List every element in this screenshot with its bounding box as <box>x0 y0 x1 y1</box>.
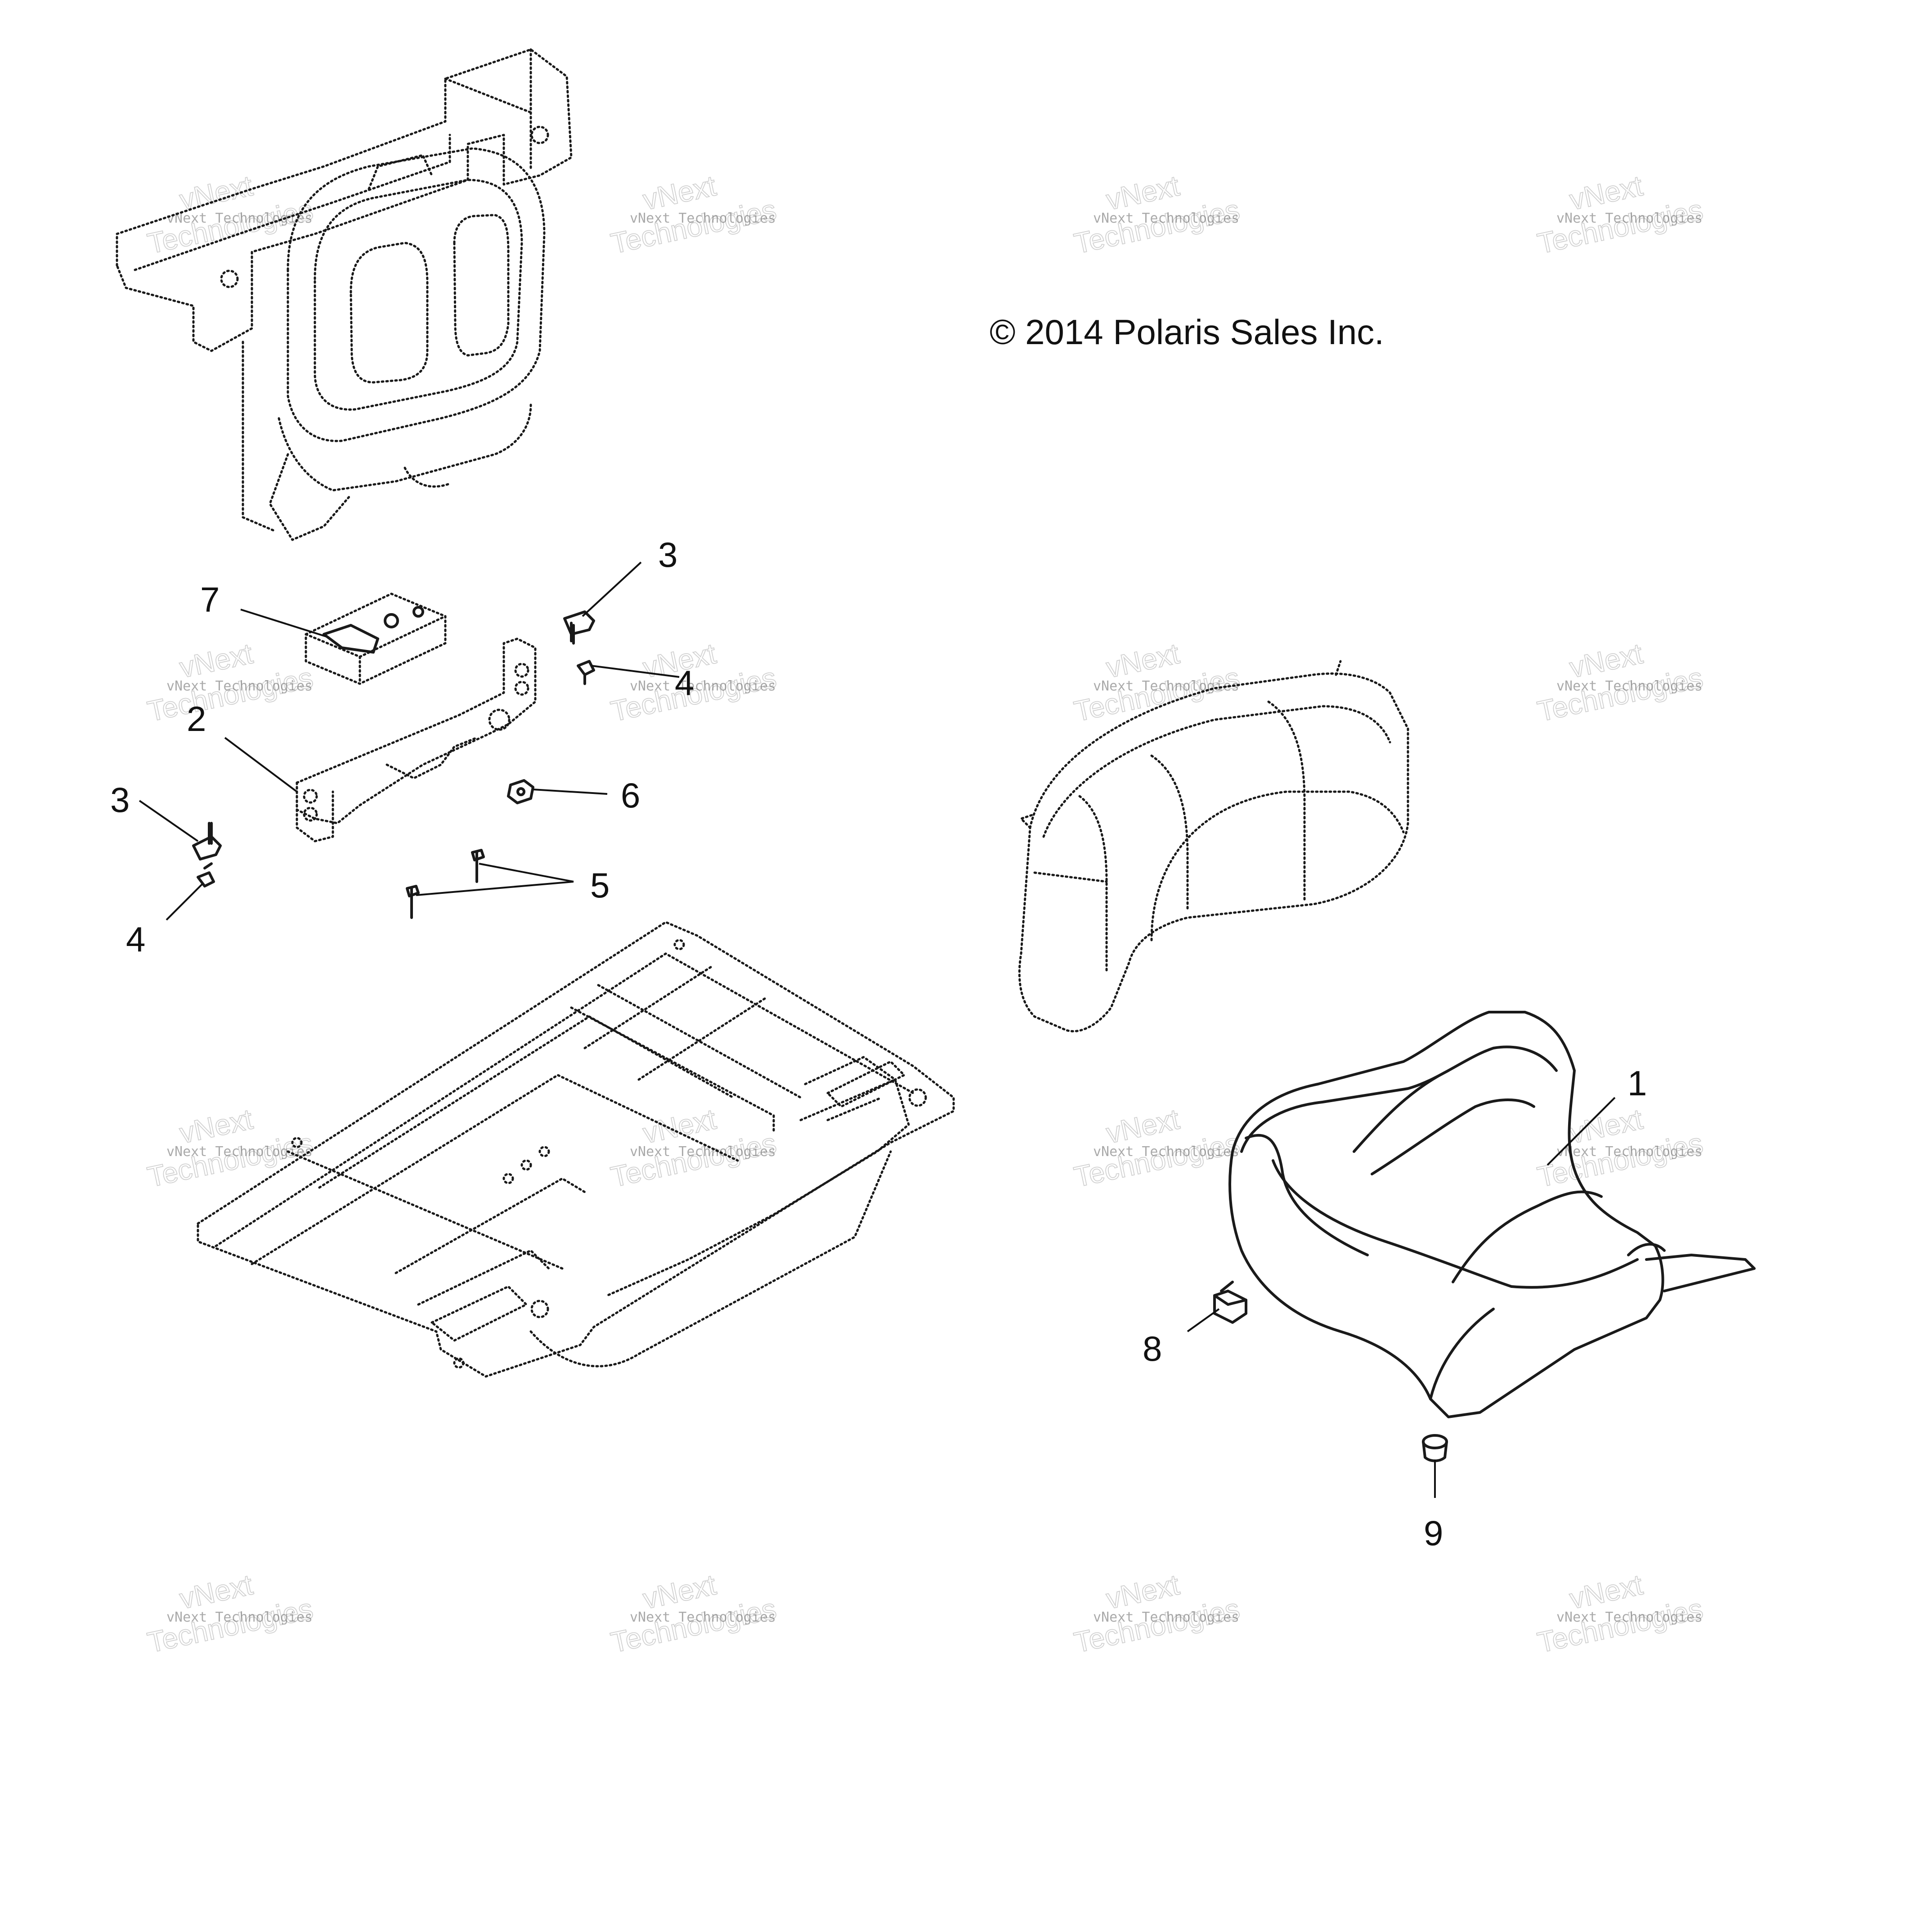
nut <box>507 779 534 804</box>
watermark-small: vNext Technologies <box>166 1609 313 1625</box>
leader-3-lower <box>139 800 199 842</box>
bolts <box>406 849 485 919</box>
watermark: vNext Technologies vNext Technologies <box>1534 637 1706 728</box>
callout-9: 9 <box>1424 1513 1443 1553</box>
stud-upper <box>563 610 595 645</box>
callout-5: 5 <box>590 865 610 905</box>
callout-1: 1 <box>1627 1063 1647 1103</box>
leader-4-upper <box>591 665 680 678</box>
leader-7 <box>240 609 327 637</box>
screw-lower <box>197 862 215 888</box>
watermark-layer: vNext Technologies vNext Technologies vN… <box>144 169 1706 1659</box>
watermark-small: vNext Technologies <box>1556 678 1703 694</box>
leader-5a <box>416 881 574 896</box>
watermark: vNext Technologies vNext Technologies <box>1071 1102 1243 1193</box>
seat-grommet <box>1422 1434 1448 1462</box>
copyright-notice: © 2014 Polaris Sales Inc. <box>990 312 1384 352</box>
callouts: 3 7 4 2 3 6 5 4 1 8 9 <box>110 535 1647 1553</box>
watermark-small: vNext Technologies <box>630 678 776 694</box>
watermark-small: vNext Technologies <box>630 1144 776 1160</box>
watermark: vNext Technologies vNext Technologies <box>1534 1568 1706 1659</box>
callout-7: 7 <box>200 580 220 619</box>
watermark: vNext Technologies vNext Technologies <box>608 1102 780 1193</box>
seat-cushion-outline <box>1018 660 1409 1033</box>
watermark-small: vNext Technologies <box>1093 1609 1239 1625</box>
screw-upper <box>577 660 595 685</box>
watermark-small: vNext Technologies <box>1556 1609 1703 1625</box>
watermark-small: vNext Technologies <box>630 211 776 226</box>
watermark-small: vNext Technologies <box>166 678 313 694</box>
watermark: vNext Technologies vNext Technologies <box>1071 1568 1243 1659</box>
watermark: vNext Technologies vNext Technologies <box>144 1568 316 1659</box>
watermark-small: vNext Technologies <box>166 211 313 226</box>
watermark-small: vNext Technologies <box>1093 1144 1239 1160</box>
seat-base-frame <box>197 921 955 1378</box>
leader-8 <box>1187 1308 1220 1332</box>
leader-5b <box>479 863 574 883</box>
callout-3-lower: 3 <box>110 780 130 820</box>
callout-4-lower: 4 <box>126 919 145 959</box>
watermark: vNext Technologies vNext Technologies <box>608 1568 780 1659</box>
watermark: vNext Technologies vNext Technologies <box>1534 1102 1706 1193</box>
leader-6 <box>533 789 608 795</box>
callout-6: 6 <box>621 775 640 815</box>
watermark-small: vNext Technologies <box>1556 211 1703 226</box>
watermark: vNext Technologies vNext Technologies <box>1534 169 1706 260</box>
seat <box>1228 1011 1756 1418</box>
watermark-small: vNext Technologies <box>1093 678 1239 694</box>
watermark: vNext Technologies vNext Technologies <box>1071 169 1243 260</box>
callout-3-upper: 3 <box>658 535 677 574</box>
watermark-small: vNext Technologies <box>1093 211 1239 226</box>
watermark: vNext Technologies vNext Technologies <box>144 1102 316 1193</box>
watermark: vNext Technologies vNext Technologies <box>144 637 316 728</box>
watermark-small: vNext Technologies <box>1556 1144 1703 1160</box>
seat-clip <box>1213 1281 1247 1324</box>
leader-lines <box>139 561 1616 1498</box>
watermark: vNext Technologies vNext Technologies <box>608 169 780 260</box>
rear-rack-backrest-assembly <box>116 48 573 541</box>
stud-lower <box>192 822 222 861</box>
leader-1 <box>1546 1097 1616 1166</box>
callout-8: 8 <box>1143 1329 1162 1368</box>
leader-2 <box>224 737 298 793</box>
seat-latch <box>305 592 447 685</box>
watermark-small: vNext Technologies <box>630 1609 776 1625</box>
leader-3-upper <box>582 561 642 617</box>
leader-4-lower <box>166 883 203 921</box>
callout-2: 2 <box>187 699 206 739</box>
watermark: vNext Technologies vNext Technologies <box>1071 637 1243 728</box>
latch-bracket <box>296 637 537 843</box>
watermark-small: vNext Technologies <box>166 1144 313 1160</box>
callout-4-upper: 4 <box>675 663 694 703</box>
